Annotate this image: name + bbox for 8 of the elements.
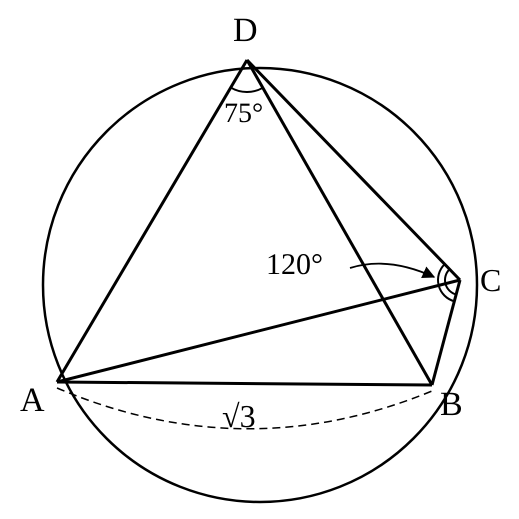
angle-label: 120° [266,250,323,280]
length-label: √3 [222,400,256,432]
leader-line [350,262,436,278]
vertex-label: A [20,384,45,418]
angle-label: 75° [224,100,264,128]
vertex-label: C [480,264,502,296]
angle-mark [437,264,456,302]
vertex-label: D [233,14,258,48]
